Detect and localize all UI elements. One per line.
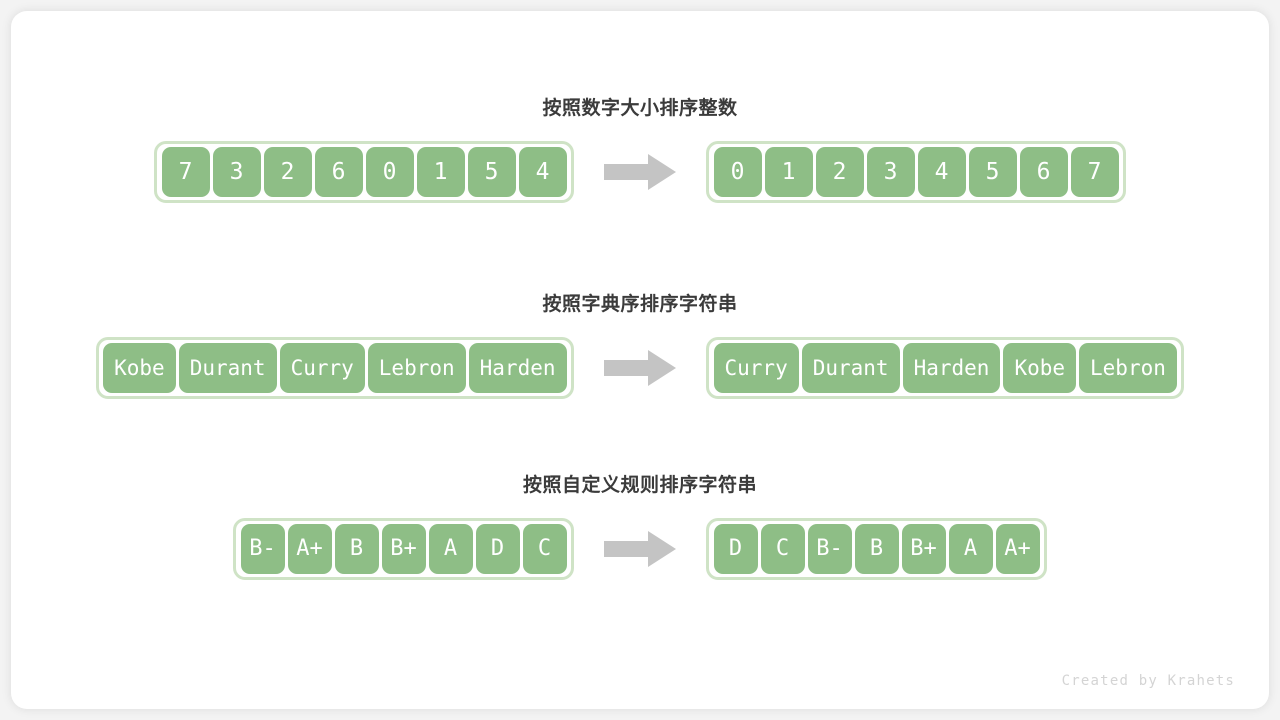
string-input-cell: Harden (468, 343, 567, 393)
string-input-cell: Durant (178, 343, 277, 393)
integer-output-cell: 3 (866, 147, 915, 197)
right-arrow-icon (604, 154, 676, 190)
right-arrow-icon (604, 350, 676, 386)
grade-output-cell: B+ (901, 524, 946, 574)
grade-output-cell: A+ (995, 524, 1040, 574)
section-title-lexicographic: 按照字典序排序字符串 (542, 294, 738, 315)
string-output-cell: Harden (902, 343, 1001, 393)
integer-output-cell: 7 (1070, 147, 1119, 197)
integer-output-cell: 1 (764, 147, 813, 197)
integer-output-cell: 2 (815, 147, 864, 197)
grade-input-cell: B- (240, 524, 285, 574)
string-output-cell: Kobe (1003, 343, 1077, 393)
integer-input-cell: 4 (518, 147, 567, 197)
grade-input-cell: D (475, 524, 520, 574)
integer-output-cell: 5 (968, 147, 1017, 197)
section-title-custom-rule: 按照自定义规则排序字符串 (522, 475, 757, 496)
grade-output-cell: C (760, 524, 805, 574)
grade-input-cell: C (522, 524, 567, 574)
integer-output-cell: 6 (1019, 147, 1068, 197)
integer-input-cell: 2 (263, 147, 312, 197)
right-arrow-icon (604, 531, 676, 567)
string-input-cell: Kobe (103, 343, 176, 393)
credit-footer: Created by Krahets (1061, 673, 1235, 689)
grade-input-cell: B (334, 524, 379, 574)
section-title-integers: 按照数字大小排序整数 (542, 98, 738, 119)
grade-output-cell: B (854, 524, 899, 574)
grade-output-cell: A (948, 524, 993, 574)
integer-input-cell: 5 (467, 147, 516, 197)
integer-input-cell: 1 (416, 147, 465, 197)
grade-output-cell: D (713, 524, 758, 574)
grade-input-cell: A (428, 524, 473, 574)
string-output-cell: Durant (801, 343, 900, 393)
integer-output-cell: 4 (917, 147, 966, 197)
string-input-cell: Curry (279, 343, 365, 393)
integer-input-cell: 0 (365, 147, 414, 197)
string-output-cell: Curry (713, 343, 799, 393)
integer-input-cell: 7 (161, 147, 210, 197)
integer-input-cell: 6 (314, 147, 363, 197)
grade-input-cell: B+ (381, 524, 426, 574)
string-output-cell: Lebron (1079, 343, 1177, 393)
grade-input-cell: A+ (287, 524, 332, 574)
string-input-cell: Lebron (367, 343, 466, 393)
integer-input-cell: 3 (212, 147, 261, 197)
grade-output-cell: B- (807, 524, 852, 574)
integer-output-cell: 0 (713, 147, 762, 197)
